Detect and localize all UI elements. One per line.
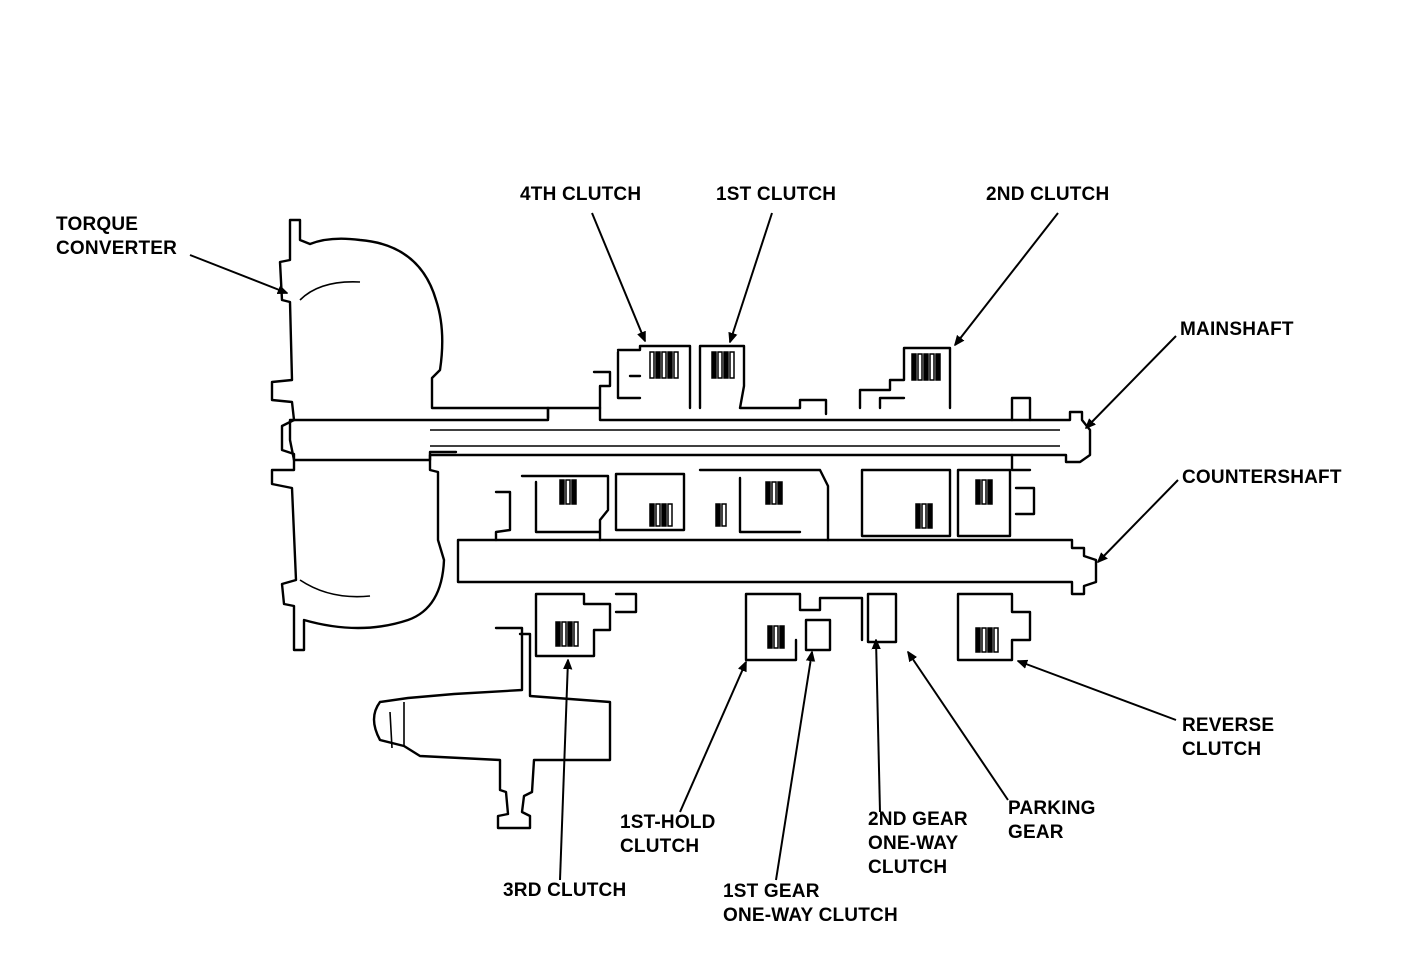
first-hold-clutch-plates [767, 625, 785, 649]
first-clutch-drum [698, 344, 828, 416]
arrow-countershaft [1098, 479, 1179, 562]
label-mainshaft: MAINSHAFT [1180, 319, 1294, 340]
second-clutch-plates [911, 353, 941, 381]
arrow-mainshaft [1086, 335, 1177, 428]
label-reverse-clutch: REVERSE CLUTCH [1182, 715, 1275, 760]
label-second-clutch: 2ND CLUTCH [986, 184, 1110, 205]
label-countershaft: COUNTERSHAFT [1182, 467, 1342, 488]
label-first-gear-one-way-clutch: 1ST GEAR ONE-WAY CLUTCH [723, 881, 898, 926]
first-clutch-plates [711, 351, 735, 379]
torque-converter-inner [299, 281, 371, 598]
label-fourth-clutch: 4TH CLUTCH [520, 184, 642, 205]
torque-converter-housing [270, 218, 550, 652]
arrow-torque-converter [189, 254, 287, 293]
label-parking-gear: PARKING GEAR [1008, 798, 1096, 843]
arrow-second-gear-one-way [876, 640, 880, 813]
label-third-clutch: 3RD CLUTCH [503, 880, 627, 901]
reverse-clutch-drum [956, 592, 1032, 662]
mainshaft-body [288, 406, 1092, 464]
arrow-parking-gear [908, 652, 1009, 801]
arrow-reverse-clutch [1018, 661, 1177, 721]
label-torque-converter: TORQUE CONVERTER [56, 214, 178, 259]
arrow-first-clutch [730, 212, 773, 342]
fourth-clutch-drum [592, 344, 692, 410]
second-clutch-drum [858, 346, 952, 410]
third-clutch-drum [534, 592, 638, 658]
lower-housing [372, 626, 612, 830]
arrow-third-clutch [559, 660, 568, 881]
countershaft-body [456, 538, 1098, 596]
one-way-clutch-bodies [804, 592, 898, 652]
fourth-clutch-plates [649, 351, 679, 379]
countershaft-upper-plates [559, 479, 993, 529]
label-first-clutch: 1ST CLUTCH [716, 184, 837, 205]
label-first-hold-clutch: 1ST-HOLD CLUTCH [620, 812, 716, 857]
countershaft-upper-assemblies [494, 468, 1036, 542]
label-second-gear-one-way-clutch: 2ND GEAR ONE-WAY CLUTCH [868, 809, 968, 878]
arrow-first-hold-clutch [679, 662, 747, 813]
third-clutch-plates [555, 621, 579, 647]
arrow-second-clutch [955, 212, 1059, 345]
leader-arrows [189, 212, 1179, 881]
reverse-clutch-plates [975, 627, 999, 653]
arrow-first-gear-one-way [775, 652, 812, 881]
arrow-fourth-clutch [591, 212, 646, 341]
first-hold-clutch-drum [744, 592, 864, 662]
